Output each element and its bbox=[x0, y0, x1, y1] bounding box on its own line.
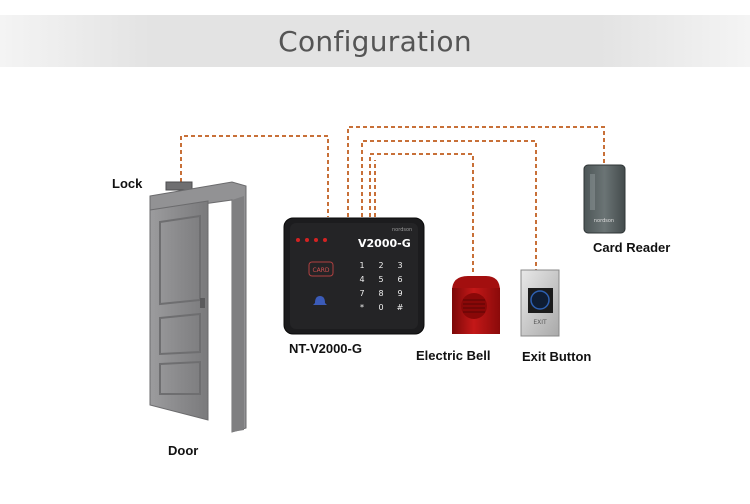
keypad-key: * bbox=[360, 303, 364, 312]
keypad-key: # bbox=[397, 303, 404, 312]
led-1 bbox=[296, 238, 300, 242]
title-bar: Configuration bbox=[0, 15, 750, 67]
keypad-key: 5 bbox=[378, 275, 383, 284]
keypad-key: 8 bbox=[378, 289, 383, 298]
keypad-key: 1 bbox=[359, 261, 364, 270]
controller-device: nordson V2000-G CARD 1 2 3 4 5 6 7 8 9 * 0 # bbox=[283, 217, 425, 335]
lock-device bbox=[165, 181, 193, 191]
keypad-key: 4 bbox=[359, 275, 364, 284]
controller-label: NT-V2000-G bbox=[289, 341, 362, 356]
reader-brand: nordson bbox=[594, 218, 614, 224]
lock-label: Lock bbox=[112, 176, 143, 191]
wire-lock bbox=[180, 135, 329, 217]
keypad-key: 3 bbox=[397, 261, 402, 270]
led-4 bbox=[323, 238, 327, 242]
electric-bell-label: Electric Bell bbox=[416, 348, 491, 363]
card-reader-label: Card Reader bbox=[593, 240, 671, 255]
card-reader-device: nordson bbox=[583, 164, 626, 234]
electric-bell-device bbox=[452, 276, 500, 334]
controller-model: V2000-G bbox=[358, 237, 411, 250]
keypad-key: 6 bbox=[397, 275, 402, 284]
bell-icon bbox=[313, 296, 327, 305]
keypad: 1 2 3 4 5 6 7 8 9 * 0 # bbox=[359, 261, 403, 312]
card-label: CARD bbox=[312, 267, 329, 274]
exit-button-label: Exit Button bbox=[522, 349, 592, 364]
keypad-key: 7 bbox=[359, 289, 364, 298]
door-handle bbox=[200, 298, 205, 308]
exit-button-device: EXIT bbox=[520, 269, 560, 337]
exit-panel-text: EXIT bbox=[533, 319, 547, 326]
door bbox=[149, 181, 247, 433]
door-label: Door bbox=[168, 443, 199, 458]
led-2 bbox=[305, 238, 309, 242]
wiring bbox=[180, 126, 605, 275]
wire-exit-button bbox=[361, 140, 537, 270]
keypad-key: 9 bbox=[397, 289, 402, 298]
led-3 bbox=[314, 238, 318, 242]
keypad-key: 0 bbox=[378, 303, 383, 312]
wire-bell bbox=[369, 153, 474, 275]
wire-card-reader bbox=[347, 126, 605, 217]
page-title: Configuration bbox=[278, 24, 472, 58]
controller-brand: nordson bbox=[392, 227, 412, 233]
keypad-key: 2 bbox=[378, 261, 383, 270]
